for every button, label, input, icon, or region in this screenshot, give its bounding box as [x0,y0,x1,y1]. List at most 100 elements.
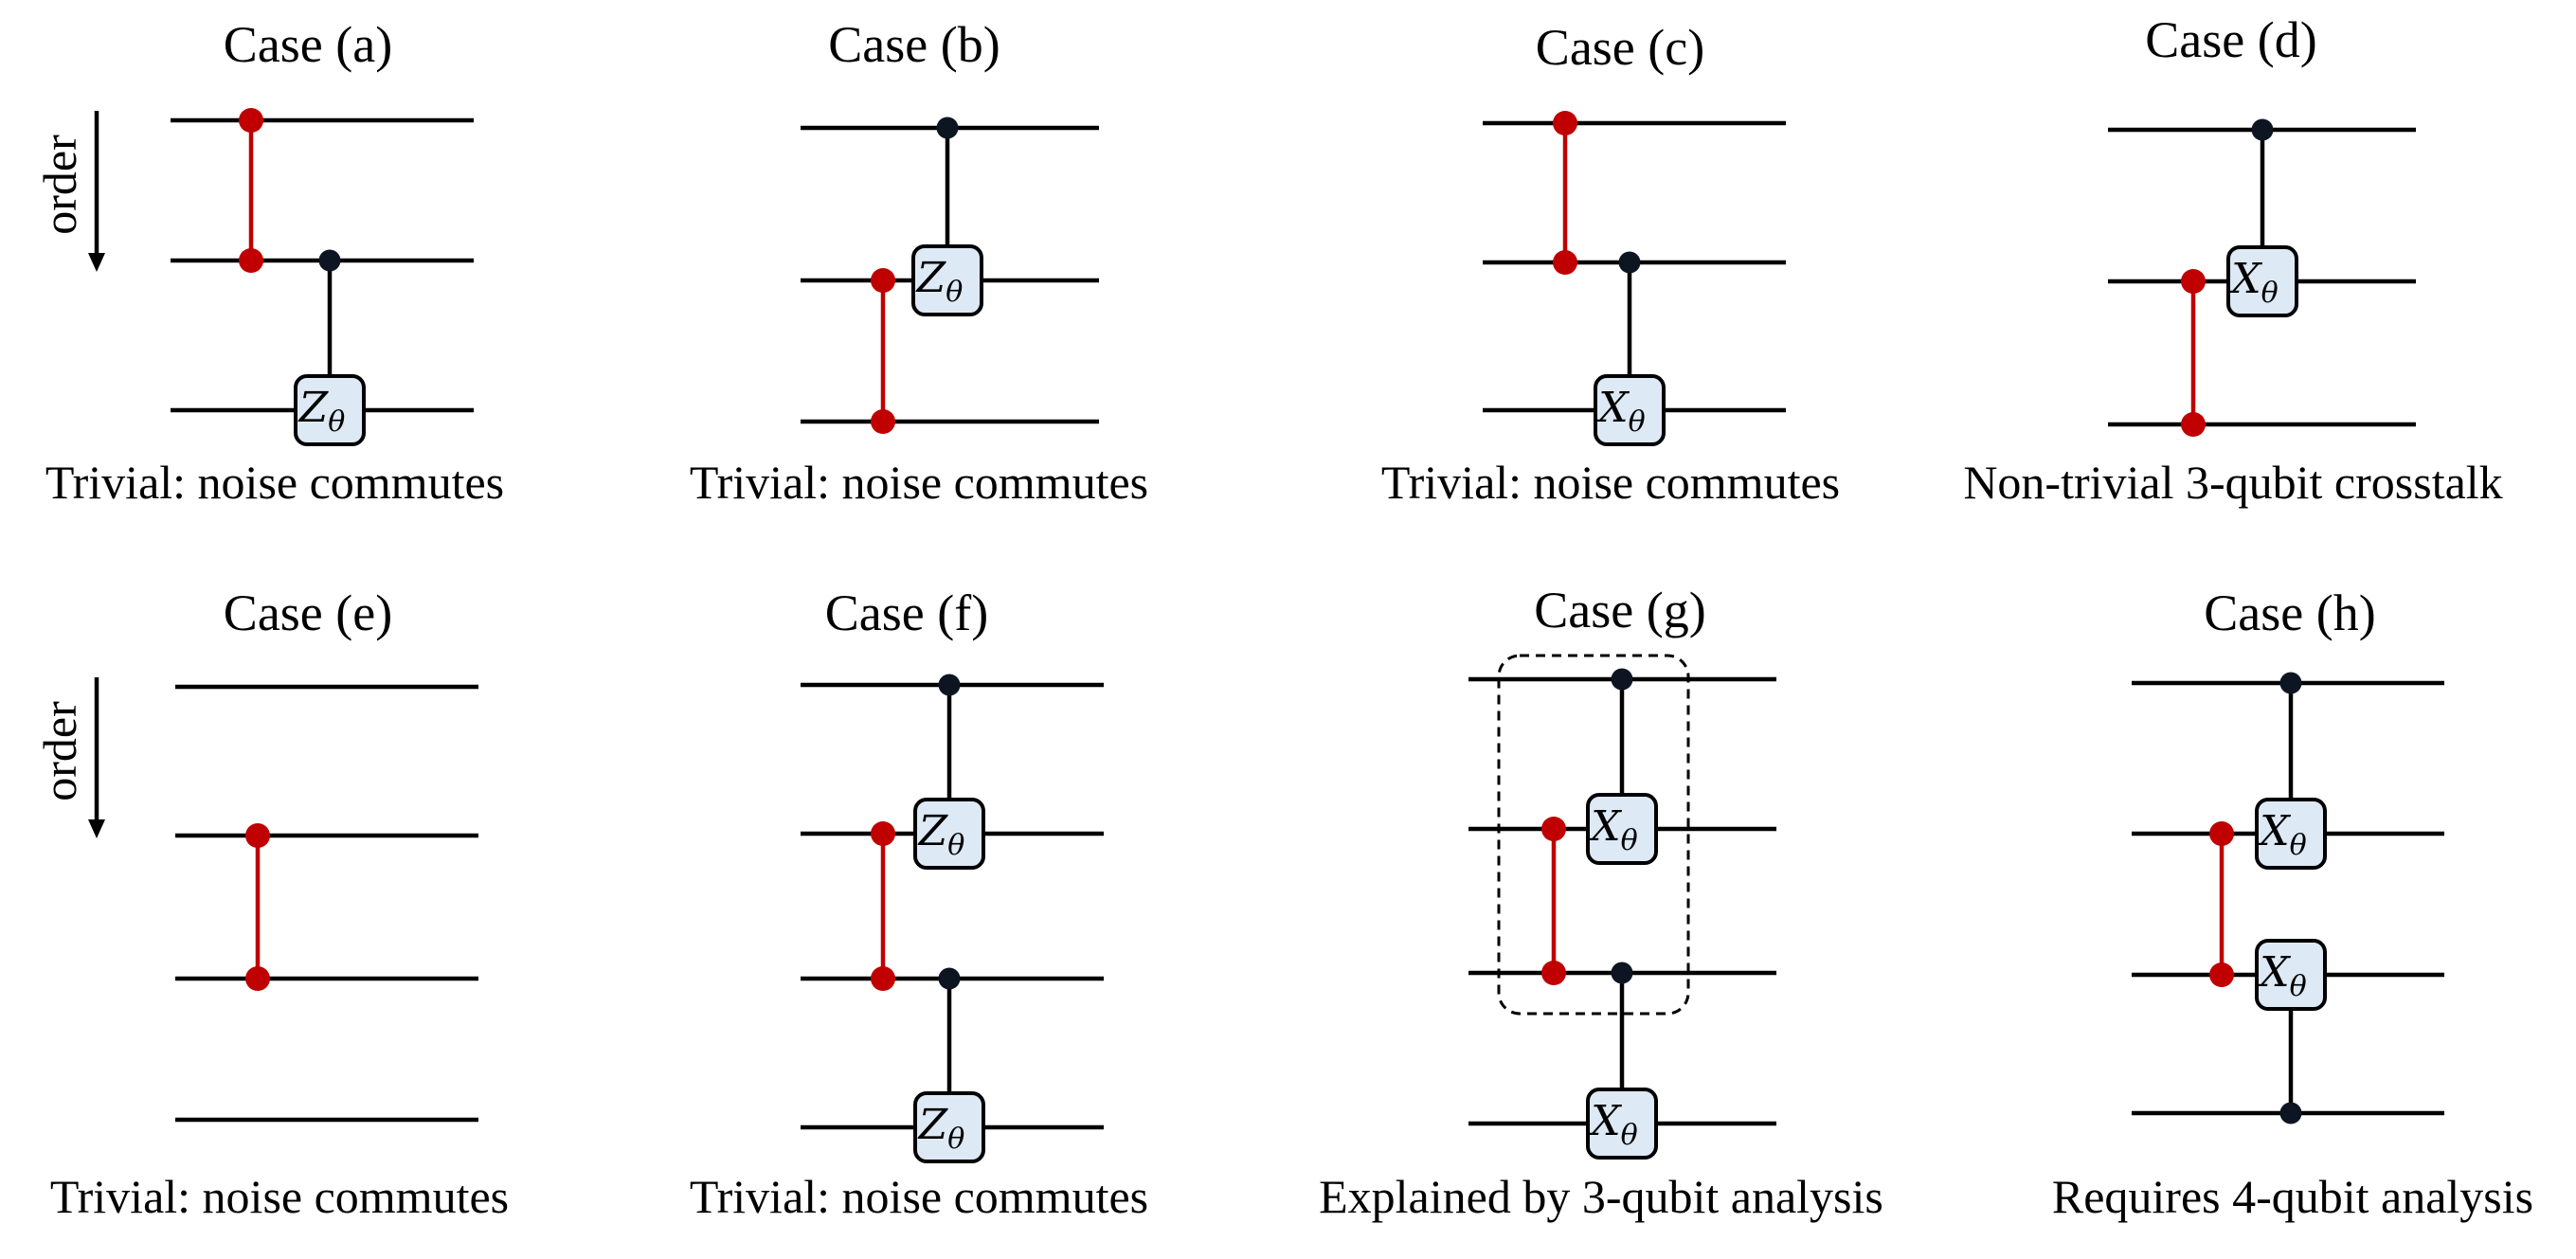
controlled-x-gate: Xθ [2255,672,2327,870]
three-qubit-dashed-box [1497,654,1690,1016]
gate-box [2255,798,2327,870]
crosstalk-noise [239,108,263,273]
gate-theta: θ [947,829,964,862]
panel-case-g: Case (g)Explained by 3-qubit analysisXθX… [1319,582,1883,1223]
gate-theta: θ [1621,824,1638,857]
arrow-down-icon [88,253,105,272]
panel-caption: Trivial: noise commutes [690,456,1148,509]
panel-title: Case (g) [1534,582,1705,638]
gate-symbol: X [2257,807,2291,855]
crosstalk-dot [239,108,263,133]
crosstalk-noise [2181,269,2206,437]
gate-symbol: Z [297,384,330,432]
panel-title: Case (e) [224,585,392,641]
crosstalk-dot [239,248,263,273]
panel-title: Case (a) [224,16,392,73]
crosstalk-noise [1541,817,1566,985]
gate-box [2226,245,2298,317]
controlled-z-gate: Zθ [913,967,985,1163]
gate-box [911,244,983,316]
gate-label: Xθ [1595,384,1645,439]
controlled-z-gate: Zθ [294,249,366,446]
gate-symbol: Z [917,1101,949,1149]
gate-theta: θ [1629,405,1646,439]
order-label: order [33,135,86,235]
crosstalk-dot [1553,250,1577,275]
gate-label: Xθ [1588,802,1637,857]
crosstalk-dot [2181,269,2206,294]
panel-caption: Trivial: noise commutes [50,1170,509,1223]
crosstalk-dot [2209,821,2234,846]
controlled-x-gate: Xθ [2226,118,2298,317]
panel-title: Case (h) [2204,585,2375,641]
gate-label: Xθ [2257,948,2306,1003]
gate-label: Zθ [915,254,964,309]
gate-box [294,374,366,446]
gate-symbol: X [1588,802,1622,851]
crosstalk-dot [1541,817,1566,841]
controlled-z-gate: Zθ [913,674,985,870]
gate-label: Xθ [1588,1097,1637,1152]
gate-theta: θ [2290,970,2307,1003]
arrow-down-icon [88,819,105,838]
gate-symbol: Z [917,807,949,855]
control-dot [938,967,961,990]
gate-box [913,1091,985,1163]
control-dot [2251,118,2274,141]
crosstalk-dot [871,268,895,293]
gate-theta: θ [946,276,963,309]
gate-theta: θ [2290,829,2307,862]
gate-label: Zθ [917,807,965,862]
control-dot [318,249,341,272]
panel-caption: Non-trivial 3-qubit crosstalk [1963,456,2502,509]
gate-theta: θ [2261,277,2279,310]
crosstalk-noise [871,821,895,991]
crosstalk-noise [245,823,270,991]
gate-theta: θ [328,405,345,439]
crosstalk-dot [871,409,895,434]
crosstalk-dot [871,821,895,846]
panel-case-e: Case (e) Trivial: noise commutes order [33,585,509,1223]
gate-box [1594,374,1666,446]
gate-label: Xθ [2257,807,2306,862]
gate-symbol: X [2257,948,2291,997]
gate-theta: θ [1621,1119,1638,1152]
panel-caption: Requires 4-qubit analysis [2052,1170,2533,1223]
crosstalk-noise [871,268,895,434]
gate-symbol: X [2228,255,2262,303]
controlled-x-gate: Xθ [2255,939,2327,1124]
panel-title: Case (f) [825,585,988,641]
control-dot [1618,251,1641,274]
crosstalk-dot [245,966,270,991]
gate-label: Zθ [297,384,346,439]
panel-caption: Trivial: noise commutes [45,456,504,509]
panel-case-d: Case (d) Non-trivial 3-qubit crosstalk Xθ [1963,11,2502,509]
gate-box [913,798,985,870]
gate-symbol: Z [915,254,947,302]
gate-box [1586,1088,1658,1160]
controlled-x-gate: Xθ [1586,668,1658,865]
gate-label: Xθ [2228,255,2278,310]
crosstalk-noise [2209,821,2234,987]
gate-label: Zθ [917,1101,965,1156]
control-dot [1611,668,1633,691]
panels-layer: Case (a)Trivial: noise commutesorderZθCa… [33,11,2533,1223]
order-label: order [33,701,86,801]
controlled-x-gate: Xθ [1594,251,1666,446]
crosstalk-dot [2209,962,2234,987]
control-dot [2279,1102,2302,1124]
order-arrow: order [33,677,105,838]
panel-title: Case (d) [2145,11,2316,68]
panel-caption: Trivial: noise commutes [690,1170,1148,1223]
controlled-z-gate: Zθ [911,117,983,316]
panel-title: Case (c) [1536,19,1704,76]
crosstalk-dot [871,966,895,991]
panel-caption: Explained by 3-qubit analysis [1319,1170,1883,1223]
gate-symbol: X [1595,384,1630,432]
control-dot [938,674,961,696]
gate-box [1586,793,1658,865]
gate-box [2255,939,2327,1011]
